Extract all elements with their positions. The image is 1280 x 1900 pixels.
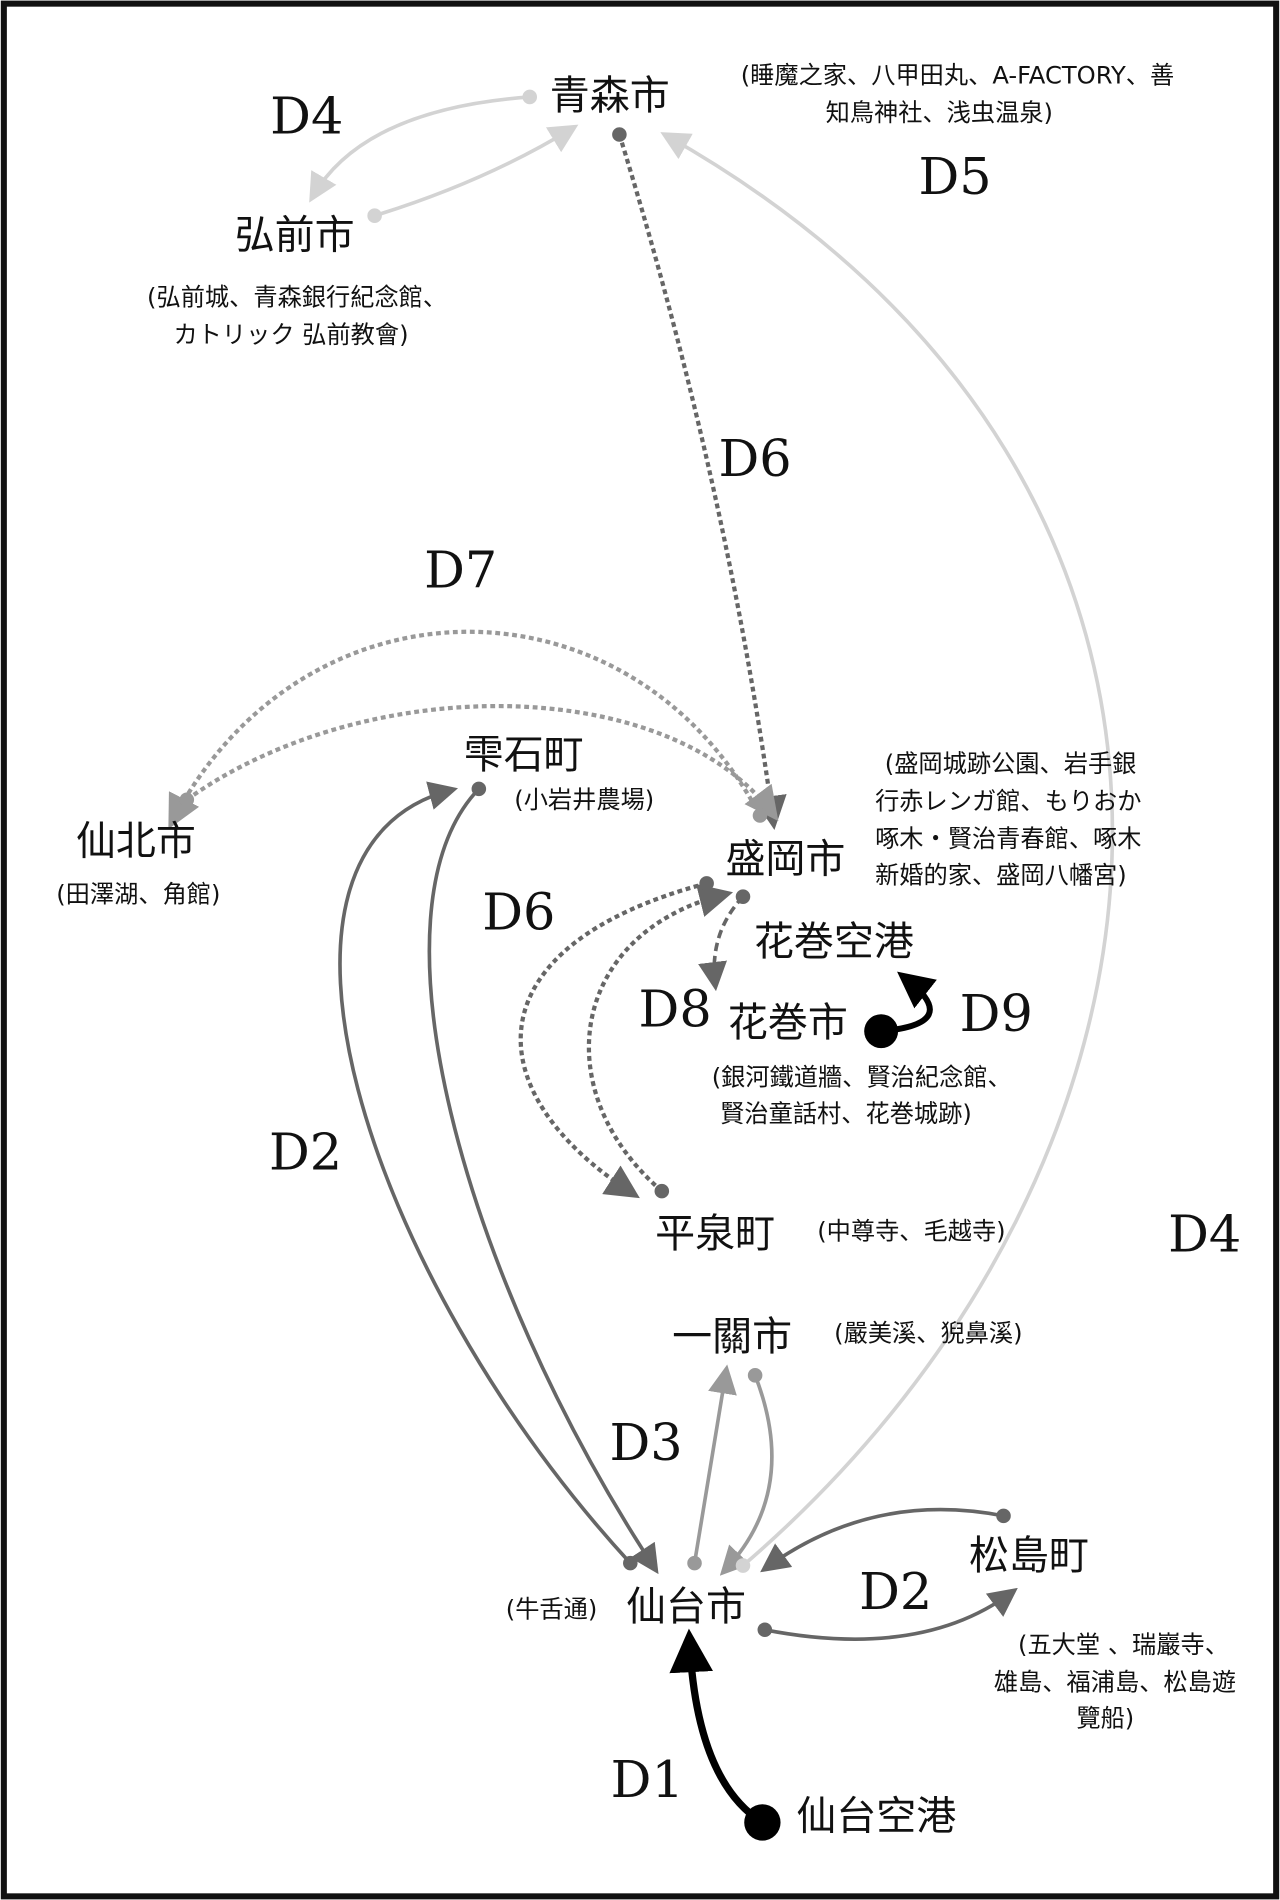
city-matsushima: 松島町 [969, 1533, 1089, 1579]
svg-text:行赤レンガ館、もりおか: 行赤レンガ館、もりおか [875, 787, 1141, 815]
svg-text:賢治童話村、花巻城跡): 賢治童話村、花巻城跡) [720, 1100, 972, 1128]
route-morioka-hanamaki [698, 895, 745, 992]
svg-text:(田澤湖、角館): (田澤湖、角館) [56, 881, 220, 909]
day-label-d4: D4 [1168, 1206, 1241, 1265]
day-label-d2: D2 [859, 1563, 932, 1622]
day-label-d1: D1 [611, 1751, 684, 1810]
svg-text:カトリック 弘前教會): カトリック 弘前教會) [173, 321, 408, 349]
city-morioka: 盛岡市 [725, 836, 845, 882]
city-hanamaki: 花巻市 [728, 1000, 848, 1046]
city-hirosaki: 弘前市 [235, 212, 355, 258]
attraction-notes: (睡魔之家、八甲田丸、A-FACTORY、善 知鳥神社、浅虫温泉) (弘前城、青… [56, 62, 1236, 1733]
route-semboku-morioka [185, 703, 779, 822]
svg-text:(牛舌通): (牛舌通) [506, 1596, 598, 1624]
route-aomori-hirosaki [309, 95, 530, 203]
svg-text:(睡魔之家、八甲田丸、A-FACTORY、善: (睡魔之家、八甲田丸、A-FACTORY、善 [741, 62, 1175, 90]
svg-text:新婚的家、盛岡八幡宮): 新婚的家、盛岡八幡宮) [875, 861, 1127, 889]
day-labels: D4 D5 D6 D7 D6 D8 D9 D2 D4 D3 D2 D1 [269, 87, 1241, 1810]
route-morioka-hiraizumi [518, 881, 708, 1199]
svg-text:(小岩井農場): (小岩井農場) [514, 786, 654, 814]
svg-text:(盛岡城跡公園、岩手銀: (盛岡城跡公園、岩手銀 [885, 750, 1137, 778]
city-ichinoseki: 一關市 [672, 1314, 792, 1360]
day-label-d3: D3 [609, 1414, 682, 1473]
svg-text:(五大堂 、瑞巖寺、: (五大堂 、瑞巖寺、 [1018, 1631, 1229, 1659]
svg-text:知鳥神社、浅虫温泉): 知鳥神社、浅虫温泉) [826, 99, 1053, 127]
route-matsushima-sendai [760, 1507, 1004, 1573]
city-aomori: 青森市 [550, 73, 670, 119]
route-sendai-aomori [660, 132, 1115, 1567]
route-dots [179, 89, 1011, 1841]
day-label-d4: D4 [270, 87, 343, 146]
route-shizukuishi-sendai [427, 787, 659, 1575]
svg-text:(中尊寺、毛越寺): (中尊寺、毛越寺) [817, 1218, 1005, 1246]
city-semboku: 仙北市 [76, 818, 196, 864]
route-sendai-matsushima [764, 1587, 1018, 1641]
day-label-d6: D6 [719, 430, 792, 489]
svg-text:雄島、福浦島、松島遊: 雄島、福浦島、松島遊 [994, 1668, 1236, 1696]
day-label-d7: D7 [424, 542, 497, 601]
city-hanamaki-airport: 花巻空港 [754, 919, 914, 965]
svg-text:(銀河鐵道牆、賢治紀念館、: (銀河鐵道牆、賢治紀念館、 [712, 1064, 1012, 1092]
route-aomori-morioka [617, 133, 787, 830]
svg-text:覽船): 覽船) [1076, 1705, 1134, 1733]
day-label-d6: D6 [482, 883, 555, 942]
svg-text:啄木・賢治青春館、啄木: 啄木・賢治青春館、啄木 [875, 825, 1141, 853]
day-label-d5: D5 [918, 148, 991, 207]
route-hirosaki-aomori [374, 124, 579, 218]
city-sendai-airport: 仙台空港 [796, 1794, 956, 1840]
city-shizukuishi: 雫石町 [464, 732, 584, 778]
svg-text:(嚴美溪、猊鼻溪): (嚴美溪、猊鼻溪) [834, 1319, 1022, 1347]
city-sendai: 仙台市 [626, 1584, 746, 1630]
route-sendai-ichinoseki [692, 1364, 737, 1564]
route-sendai-airport-sendai [669, 1628, 765, 1826]
route-morioka-semboku [168, 629, 762, 830]
route-ichinoseki-sendai [719, 1374, 774, 1576]
day-label-d8: D8 [639, 980, 712, 1039]
svg-text:(弘前城、青森銀行紀念館、: (弘前城、青森銀行紀念館、 [147, 283, 447, 311]
city-hiraizumi: 平泉町 [655, 1211, 775, 1257]
route-sendai-shizukuishi [338, 781, 632, 1565]
day-label-d9: D9 [960, 985, 1033, 1044]
route-hiraizumi-morioka [586, 884, 734, 1193]
day-label-d2: D2 [269, 1123, 342, 1182]
